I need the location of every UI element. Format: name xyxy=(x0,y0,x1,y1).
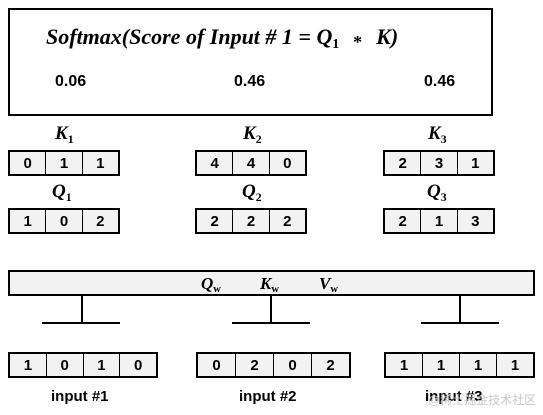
score-3: 0.46 xyxy=(424,73,456,90)
softmax-formula: Softmax(Score of Input # 1 = Q1 * K) xyxy=(46,24,399,52)
key-2-vector: 4 4 0 xyxy=(195,150,307,176)
vector-cell: 1 xyxy=(10,210,47,232)
key-weight-label: Kw xyxy=(260,274,279,296)
query-2-vector: 2 2 2 xyxy=(195,208,307,234)
input-1-vector: 1 0 1 0 xyxy=(8,352,158,378)
vector-cell: 4 xyxy=(233,152,270,174)
vector-cell: 0 xyxy=(198,354,236,376)
vector-cell: 0 xyxy=(10,152,47,174)
query-weight-label: Qw xyxy=(201,274,221,296)
formula-q-subscript: 1 xyxy=(332,36,340,52)
query-1-label: Q1 xyxy=(52,181,72,204)
vector-cell: 1 xyxy=(84,354,121,376)
query-2-label: Q2 xyxy=(242,181,262,204)
score-1: 0.06 xyxy=(55,73,87,90)
key-1-vector: 0 1 1 xyxy=(8,150,120,176)
vector-cell: 1 xyxy=(460,354,497,376)
connector-2-stem xyxy=(270,296,272,323)
vector-cell: 2 xyxy=(385,152,422,174)
input-1-label: input #1 xyxy=(51,388,109,405)
connector-1-bar xyxy=(42,322,120,324)
query-3-label: Q3 xyxy=(427,181,447,204)
key-2-label: K2 xyxy=(243,123,262,146)
vector-cell: 1 xyxy=(10,354,47,376)
connector-3-stem xyxy=(459,296,461,323)
formula-score-expression: (Score of Input # 1 = Q xyxy=(121,24,333,49)
key-1-label: K1 xyxy=(55,123,74,146)
vector-cell: 1 xyxy=(386,354,423,376)
vector-cell: 3 xyxy=(421,152,458,174)
vector-cell: 2 xyxy=(236,354,274,376)
key-3-vector: 2 3 1 xyxy=(383,150,495,176)
vector-cell: 1 xyxy=(96,154,105,172)
vector-cell: 2 xyxy=(385,210,422,232)
vector-cell: 4 xyxy=(197,152,234,174)
vector-cell: 1 xyxy=(421,210,458,232)
connector-3-bar xyxy=(421,322,499,324)
input-3-label: input #3 xyxy=(425,388,483,405)
vector-cell: 2 xyxy=(283,212,292,230)
vector-cell: 0 xyxy=(46,210,83,232)
query-3-vector: 2 1 3 xyxy=(383,208,495,234)
input-2-vector: 0 2 0 2 xyxy=(196,352,351,378)
vector-cell: 1 xyxy=(423,354,460,376)
connector-1-stem xyxy=(81,296,83,323)
vector-cell: 3 xyxy=(471,212,480,230)
score-2: 0.46 xyxy=(234,73,266,90)
value-weight-label: Vw xyxy=(319,274,338,296)
watermark: @稀土掘金技术社区 xyxy=(428,393,537,407)
vector-cell: 0 xyxy=(47,354,84,376)
formula-func: Softmax xyxy=(46,24,122,49)
vector-cell: 0 xyxy=(133,356,143,374)
vector-cell: 1 xyxy=(510,356,520,374)
weight-matrices-bar: Qw Kw Vw xyxy=(8,270,535,296)
formula-times-sign: * xyxy=(353,32,363,52)
input-2-label: input #2 xyxy=(239,388,297,405)
key-3-label: K3 xyxy=(428,123,447,146)
vector-cell: 2 xyxy=(197,210,234,232)
vector-cell: 2 xyxy=(326,356,335,374)
vector-cell: 0 xyxy=(283,154,292,172)
connector-2-bar xyxy=(232,322,310,324)
vector-cell: 0 xyxy=(274,354,312,376)
input-3-vector: 1 1 1 1 xyxy=(384,352,535,378)
vector-cell: 2 xyxy=(96,212,105,230)
vector-cell: 1 xyxy=(471,154,480,172)
formula-k-term: K) xyxy=(376,24,399,49)
query-1-vector: 1 0 2 xyxy=(8,208,120,234)
softmax-formula-box: Softmax(Score of Input # 1 = Q1*K) 0.06 … xyxy=(8,8,493,116)
vector-cell: 1 xyxy=(46,152,83,174)
vector-cell: 2 xyxy=(233,210,270,232)
